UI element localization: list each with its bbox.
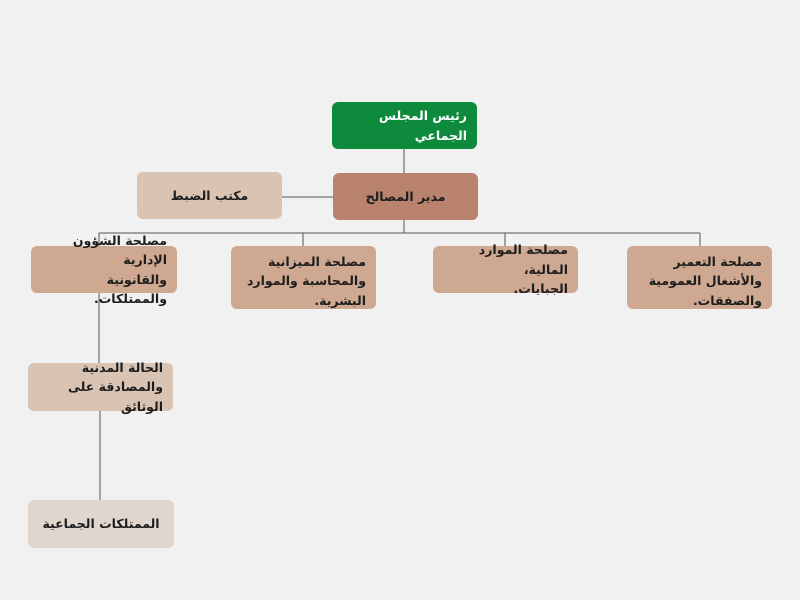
sub-unit-label-civil-status: الحالة المدنية والمصادقة على الوثائق (68, 359, 163, 414)
service-box-urbanism: مصلحة التعمير والأشغال العمومية والصفقات… (627, 246, 772, 309)
service-label-finance: مصلحة الموارد المالية، الجبايات. (478, 242, 568, 297)
service-label-urbanism: مصلحة التعمير والأشغال العمومية والصفقات… (648, 254, 762, 308)
service-box-finance: مصلحة الموارد المالية، الجبايات. (433, 242, 578, 296)
sub-unit-box-civil-status: الحالة المدنية والمصادقة على الوثائق (28, 360, 173, 414)
sub-unit-box-communal-property: الممتلكات الجماعية (28, 500, 174, 548)
service-box-legal: مصلحة الشؤون الإدارية والقانونية والممتل… (31, 233, 177, 306)
service-label-budget: مصلحة الميزانية والمحاسبة والموارد البشر… (246, 254, 366, 308)
sub-unit-label-communal-property: الممتلكات الجماعية (42, 516, 160, 532)
service-label-legal: مصلحة الشؤون الإدارية والقانونية والممتل… (72, 232, 167, 306)
director-label: مدير المصالح (365, 188, 446, 204)
service-box-budget: مصلحة الميزانية والمحاسبة والموارد البشر… (231, 246, 376, 309)
director-box: مدير المصالح (333, 173, 478, 220)
control-office-label: مكتب الضبط (170, 187, 249, 203)
president-box: رئيس المجلس الجماعي (332, 102, 477, 149)
control-office-box: مكتب الضبط (137, 172, 282, 219)
president-label: رئيس المجلس الجماعي (378, 108, 467, 143)
